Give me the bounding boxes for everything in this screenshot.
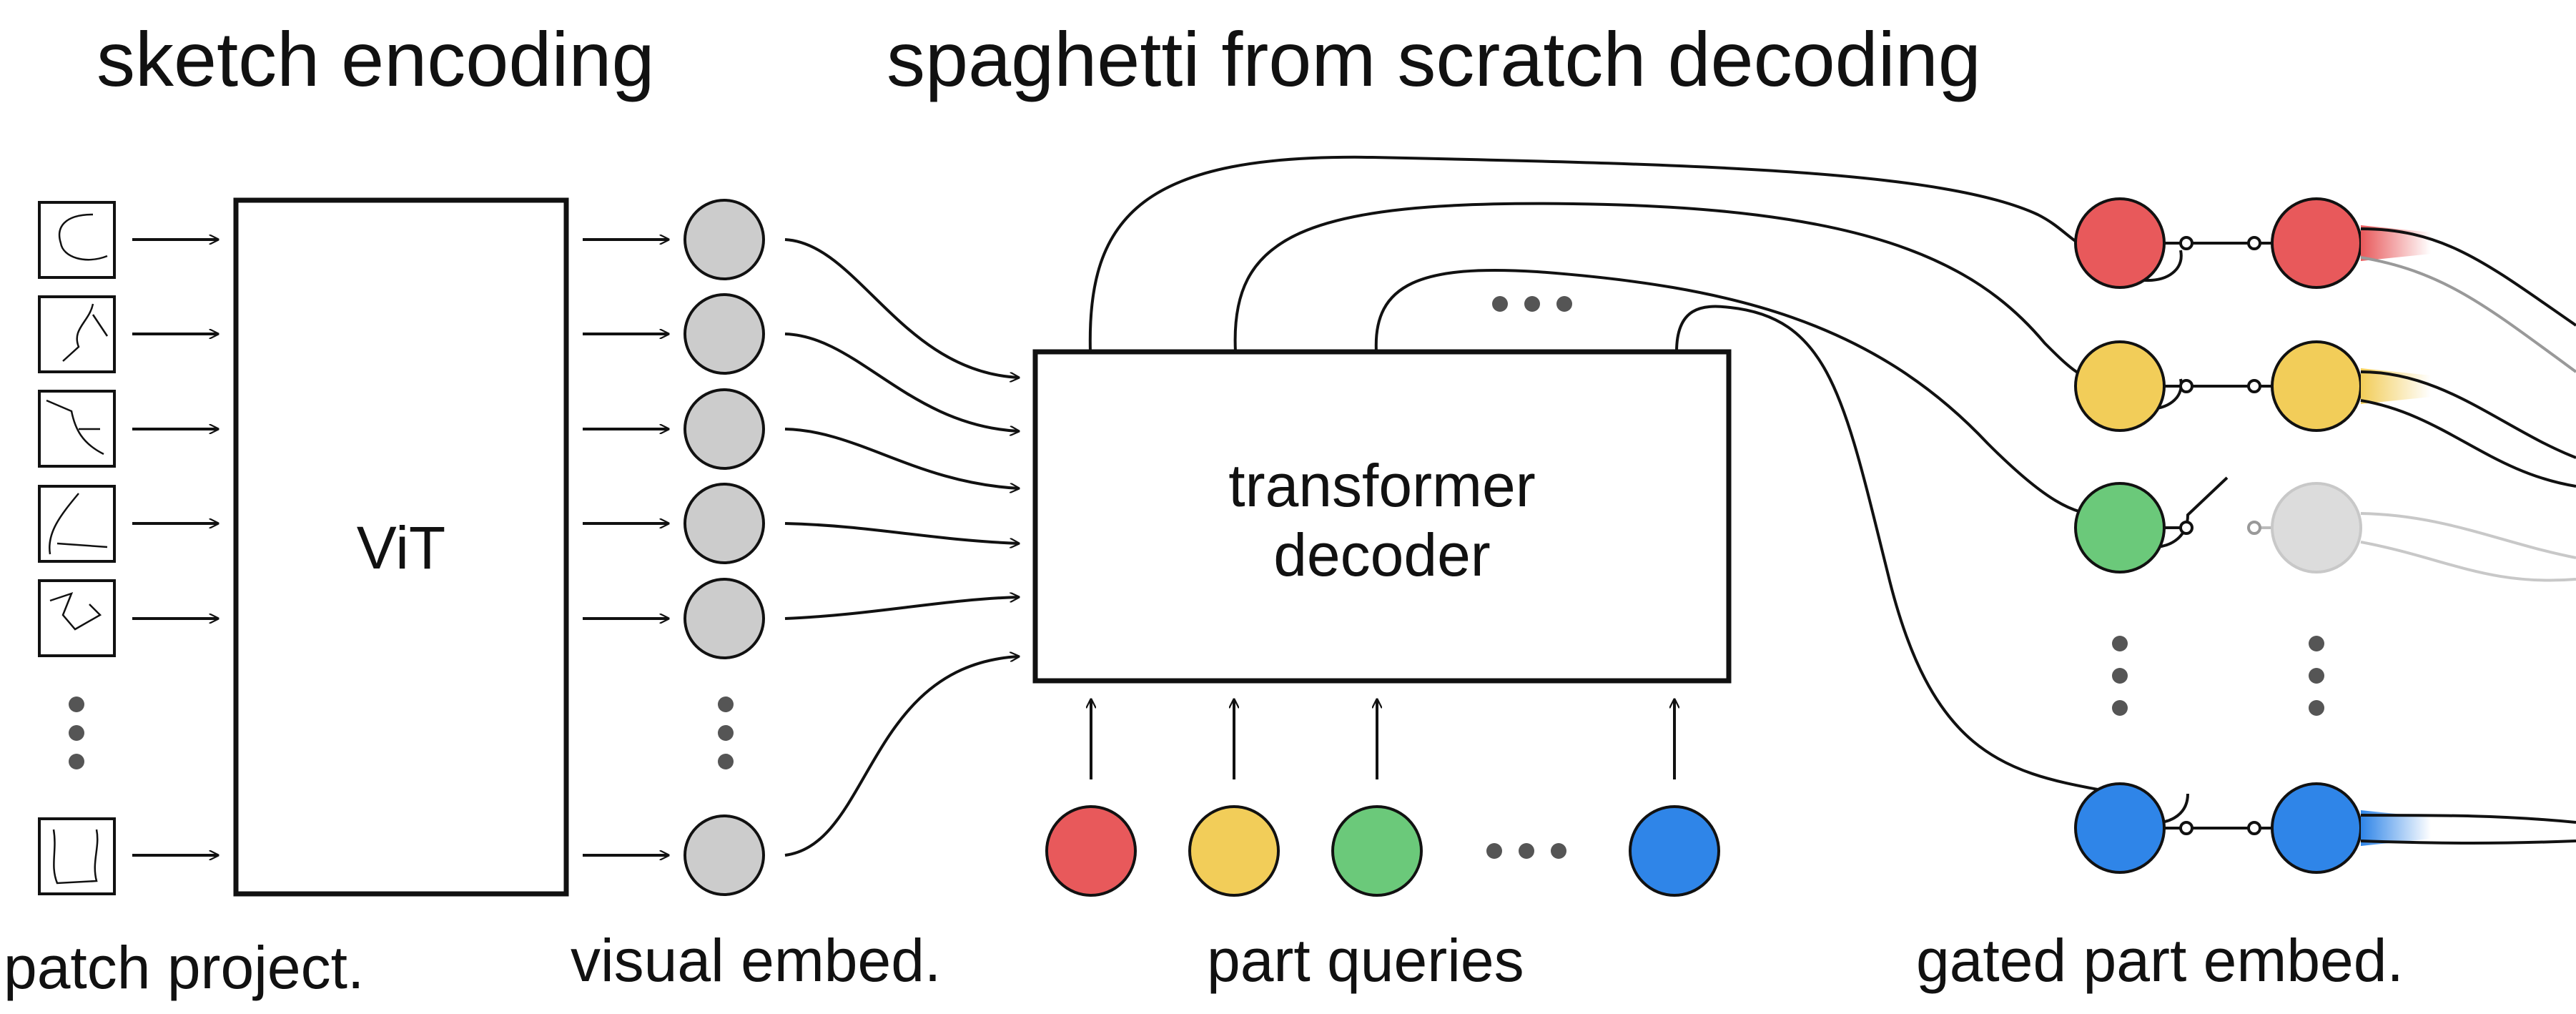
visual-embed-column: [684, 199, 765, 896]
part-query-blue: [1629, 805, 1720, 897]
patch-thumbnail: [38, 201, 116, 279]
label-part-queries: part queries: [1207, 927, 1524, 994]
embed-ellipsis: [718, 696, 734, 769]
gated-tails: [2361, 225, 2431, 846]
visual-embedding-node: [684, 483, 765, 564]
title-sketch-encoding: sketch encoding: [97, 16, 655, 102]
gate-switch-yellow-end: [2247, 379, 2261, 393]
patch-thumbnail: [38, 817, 116, 895]
gate-switch-red: [2179, 236, 2193, 250]
gate-switch-blue: [2179, 821, 2193, 835]
part-query-yellow: [1188, 805, 1280, 897]
embed-to-decoder-arrows: [784, 238, 1019, 857]
gate-switch-green-end: [2247, 521, 2261, 535]
part-query-green: [1331, 805, 1423, 897]
decoder-label-line2: decoder: [1273, 521, 1491, 589]
gated-node-blue: [2074, 782, 2166, 874]
outgoing-lines: [2360, 227, 2576, 845]
patch-thumbnail: [38, 579, 116, 657]
transformer-decoder-box: [1032, 349, 1732, 684]
query-to-decoder-arrows: [1091, 699, 1674, 779]
vit-to-embed-arrows: [583, 240, 668, 855]
gated-output-yellow: [2271, 340, 2362, 432]
patch-ellipsis: [69, 696, 84, 769]
visual-embedding-node: [684, 293, 765, 375]
gated-output-blue: [2271, 782, 2362, 874]
decoder-to-gated-curves: [1088, 155, 2229, 825]
visual-embedding-node: [684, 388, 765, 470]
gated-left-ellipsis: [2112, 636, 2128, 716]
gated-output-red: [2271, 197, 2362, 289]
visual-embedding-node: [684, 578, 765, 659]
label-visual-embed: visual embed.: [571, 927, 941, 994]
patch-column: [38, 201, 116, 895]
label-patch-project: patch project.: [4, 934, 364, 1001]
part-query-red: [1045, 805, 1137, 897]
decoder-label-line1: transformer: [1228, 452, 1535, 519]
query-ellipsis: [1486, 843, 1566, 859]
gate-switch-blue-end: [2247, 821, 2261, 835]
gated-embed-left-column: [2074, 197, 2166, 874]
gate-connectors: [2164, 236, 2274, 835]
gated-output-gray: [2271, 482, 2362, 574]
visual-embedding-node: [684, 199, 765, 280]
part-queries: [1045, 805, 1720, 897]
label-gated-part-embed: gated part embed.: [1916, 927, 2404, 994]
title-decoding: spaghetti from scratch decoding: [887, 16, 1981, 102]
visual-embedding-node: [684, 814, 765, 896]
patch-thumbnail: [38, 390, 116, 468]
patch-to-vit-arrows: [132, 240, 218, 855]
gated-node-yellow: [2074, 340, 2166, 432]
gated-node-red: [2074, 197, 2166, 289]
gate-switch-yellow: [2179, 379, 2193, 393]
gated-right-ellipsis: [2309, 636, 2324, 716]
patch-thumbnail: [38, 295, 116, 373]
gate-switch-red-end: [2247, 236, 2261, 250]
gated-embed-right-column: [2271, 197, 2362, 874]
patch-thumbnail: [38, 485, 116, 563]
vit-box: [233, 197, 569, 897]
gate-switch-green: [2179, 521, 2193, 535]
gated-node-green: [2074, 482, 2166, 574]
vit-label: ViT: [357, 514, 445, 581]
decoder-output-ellipsis: [1492, 296, 1572, 312]
